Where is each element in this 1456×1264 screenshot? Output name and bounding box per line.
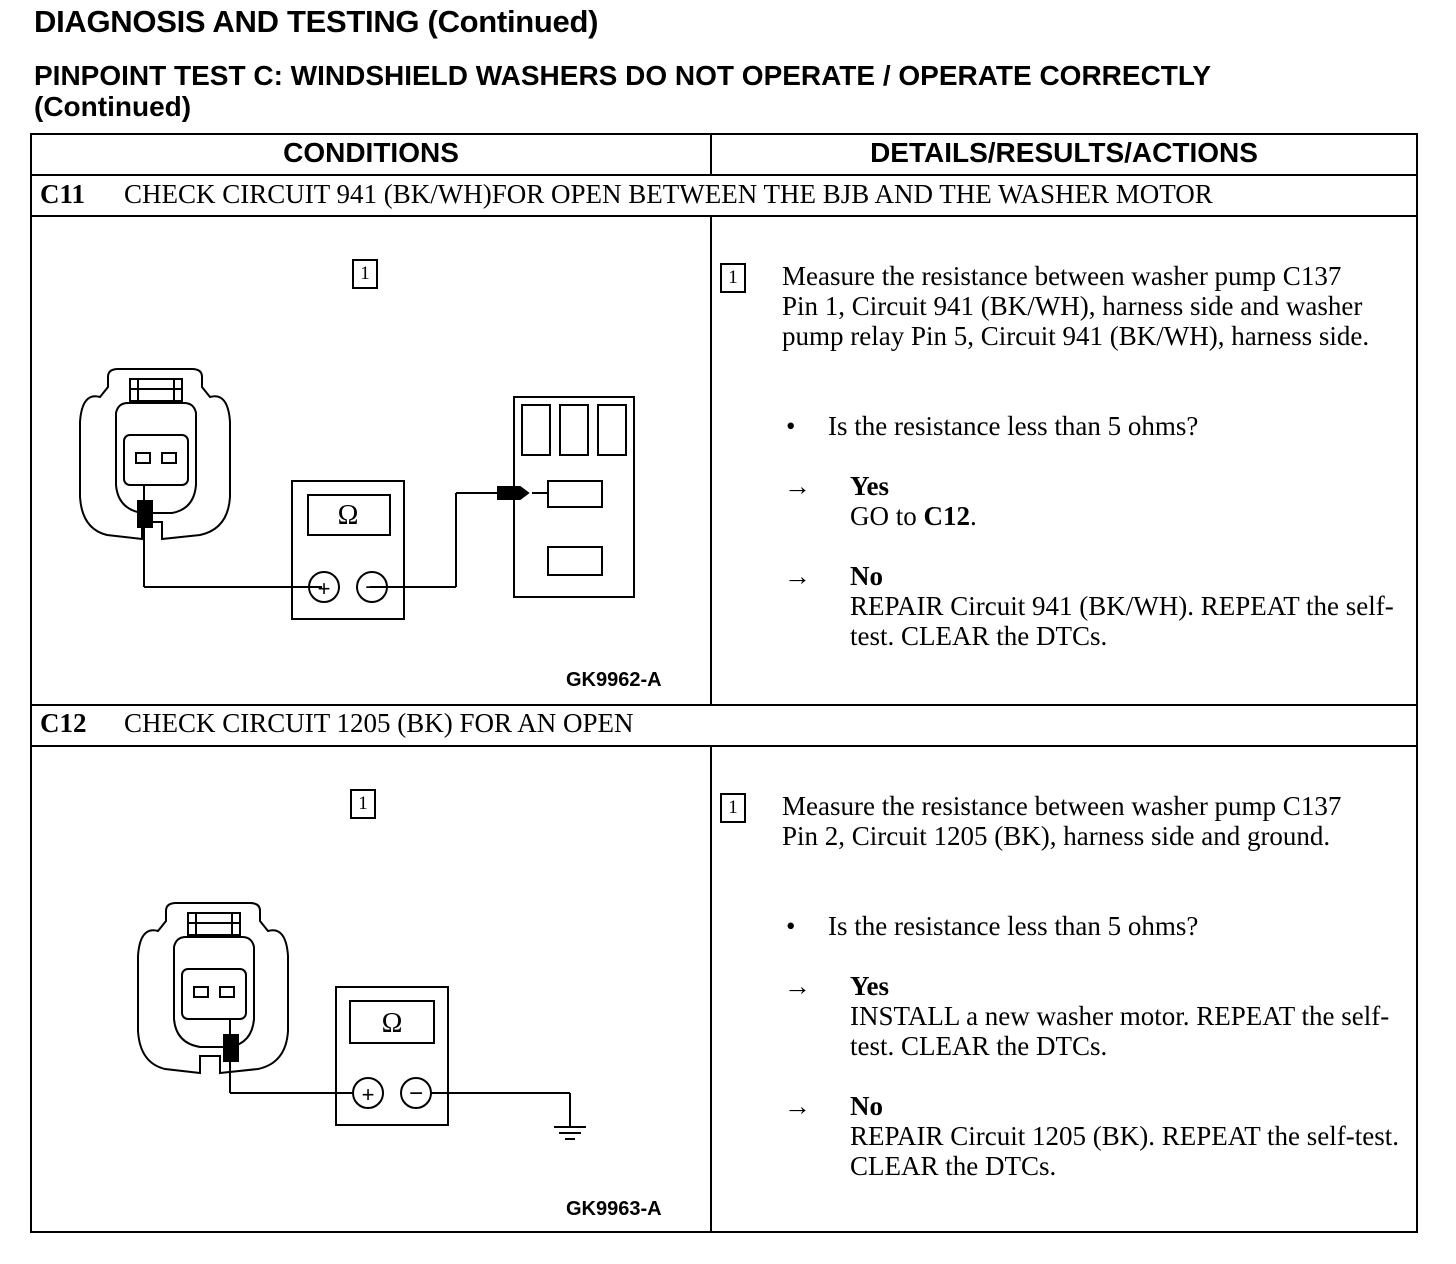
ohmmeter-minus: − [409,1080,423,1107]
details-c12-yes-arrow: → [784,971,811,1001]
details-c11-instruction: Measure the resistance between washer pu… [782,261,1370,351]
ohmmeter-icon [291,480,405,620]
details-c12-yes: Yes INSTALL a new washer motor. REPEAT t… [850,971,1410,1061]
details-c11-yes-arrow: → [784,471,811,501]
details-c12-yes-action: INSTALL a new washer motor. REPEAT the s… [850,1001,1390,1061]
figure-c12-marker: 1 [350,789,376,819]
ohmmeter-symbol: Ω [338,500,359,531]
details-c12-no-label: No [850,1091,883,1121]
washer-pump-connector-icon [79,368,231,541]
c12-wiring [229,1019,571,1127]
ohmmeter-icon [335,986,449,1126]
figure-c12: 1 [32,747,712,1233]
details-c11-yes-action: GO to C12. [850,501,977,531]
divider-c11-end [32,704,1416,706]
details-c11-marker: 1 [720,263,746,293]
details-c12-no: No REPAIR Circuit 1205 (BK). REPEAT the … [850,1091,1410,1181]
divider-c11-title [32,215,1416,217]
figure-c11: 1 [32,217,712,703]
column-header-details: DETAILS/RESULTS/ACTIONS [870,137,1258,168]
figure-c12-diagram: Ω + − [137,902,586,1140]
details-c12-bullet: • [786,911,796,941]
pinpoint-test-title-line1: PINPOINT TEST C: WINDSHIELD WASHERS DO N… [34,60,1212,91]
details-c11-no-label: No [850,561,883,591]
ohmmeter-symbol: Ω [382,1008,403,1039]
details-c11-no-action: REPAIR Circuit 941 (BK/WH). REPEAT the s… [850,591,1394,651]
details-c12-no-action: REPAIR Circuit 1205 (BK). REPEAT the sel… [850,1121,1399,1181]
details-c11-yes-label: Yes [850,471,889,501]
details-c12-question: Is the resistance less than 5 ohms? [828,911,1199,941]
details-c12-marker: 1 [720,793,746,823]
figure-c11-id: GK9962-A [566,669,662,691]
divider-header [32,174,1416,176]
washer-pump-connector-icon [137,902,289,1075]
step-c11-id: C11 [40,179,86,209]
washer-relay-box-icon [513,396,635,598]
details-c12-yes-label: Yes [850,971,889,1001]
details-c11: 1 Measure the resistance between washer … [720,217,1412,703]
ohmmeter-plus: + [318,576,331,601]
details-c12-instruction: Measure the resistance between washer pu… [782,791,1342,851]
column-header-conditions: CONDITIONS [283,137,459,168]
step-c11-title: CHECK CIRCUIT 941 (BK/WH)FOR OPEN BETWEE… [124,179,1213,209]
details-c12: 1 Measure the resistance between washer … [720,747,1412,1233]
divider-col-c11 [710,215,712,704]
step-c12-title-row: C12 CHECK CIRCUIT 1205 (BK) FOR AN OPEN [40,708,634,739]
ohmmeter-minus: − [365,574,379,601]
step-c11-title-row: C11 CHECK CIRCUIT 941 (BK/WH)FOR OPEN BET… [40,179,1213,210]
step-c12-title: CHECK CIRCUIT 1205 (BK) FOR AN OPEN [124,708,634,738]
details-c11-yes: Yes GO to C12. [850,471,1410,531]
details-c11-yes-goto: C12 [923,501,971,531]
ohmmeter-plus: + [362,1082,375,1107]
figure-c12-id: GK9963-A [566,1198,662,1220]
details-c11-no: No REPAIR Circuit 941 (BK/WH). REPEAT th… [850,561,1410,651]
figure-c11-marker: 1 [352,259,378,289]
pinpoint-test-title-line2: (Continued) [34,91,192,122]
ground-symbol-icon [554,1126,586,1140]
divider-col-c12 [710,745,712,1233]
divider-c12-title [32,745,1416,747]
step-c12-id: C12 [40,708,87,738]
details-c12-no-arrow: → [784,1091,811,1121]
pinpoint-test-title: PINPOINT TEST C: WINDSHIELD WASHERS DO N… [34,60,1434,122]
details-c11-no-arrow: → [784,561,811,591]
details-c11-bullet: • [786,411,796,441]
figure-c11-diagram: Ω + − [79,368,635,620]
divider-col-header [710,135,712,174]
page-title: DIAGNOSIS AND TESTING (Continued) [34,4,599,39]
details-c11-question: Is the resistance less than 5 ohms? [828,411,1199,441]
